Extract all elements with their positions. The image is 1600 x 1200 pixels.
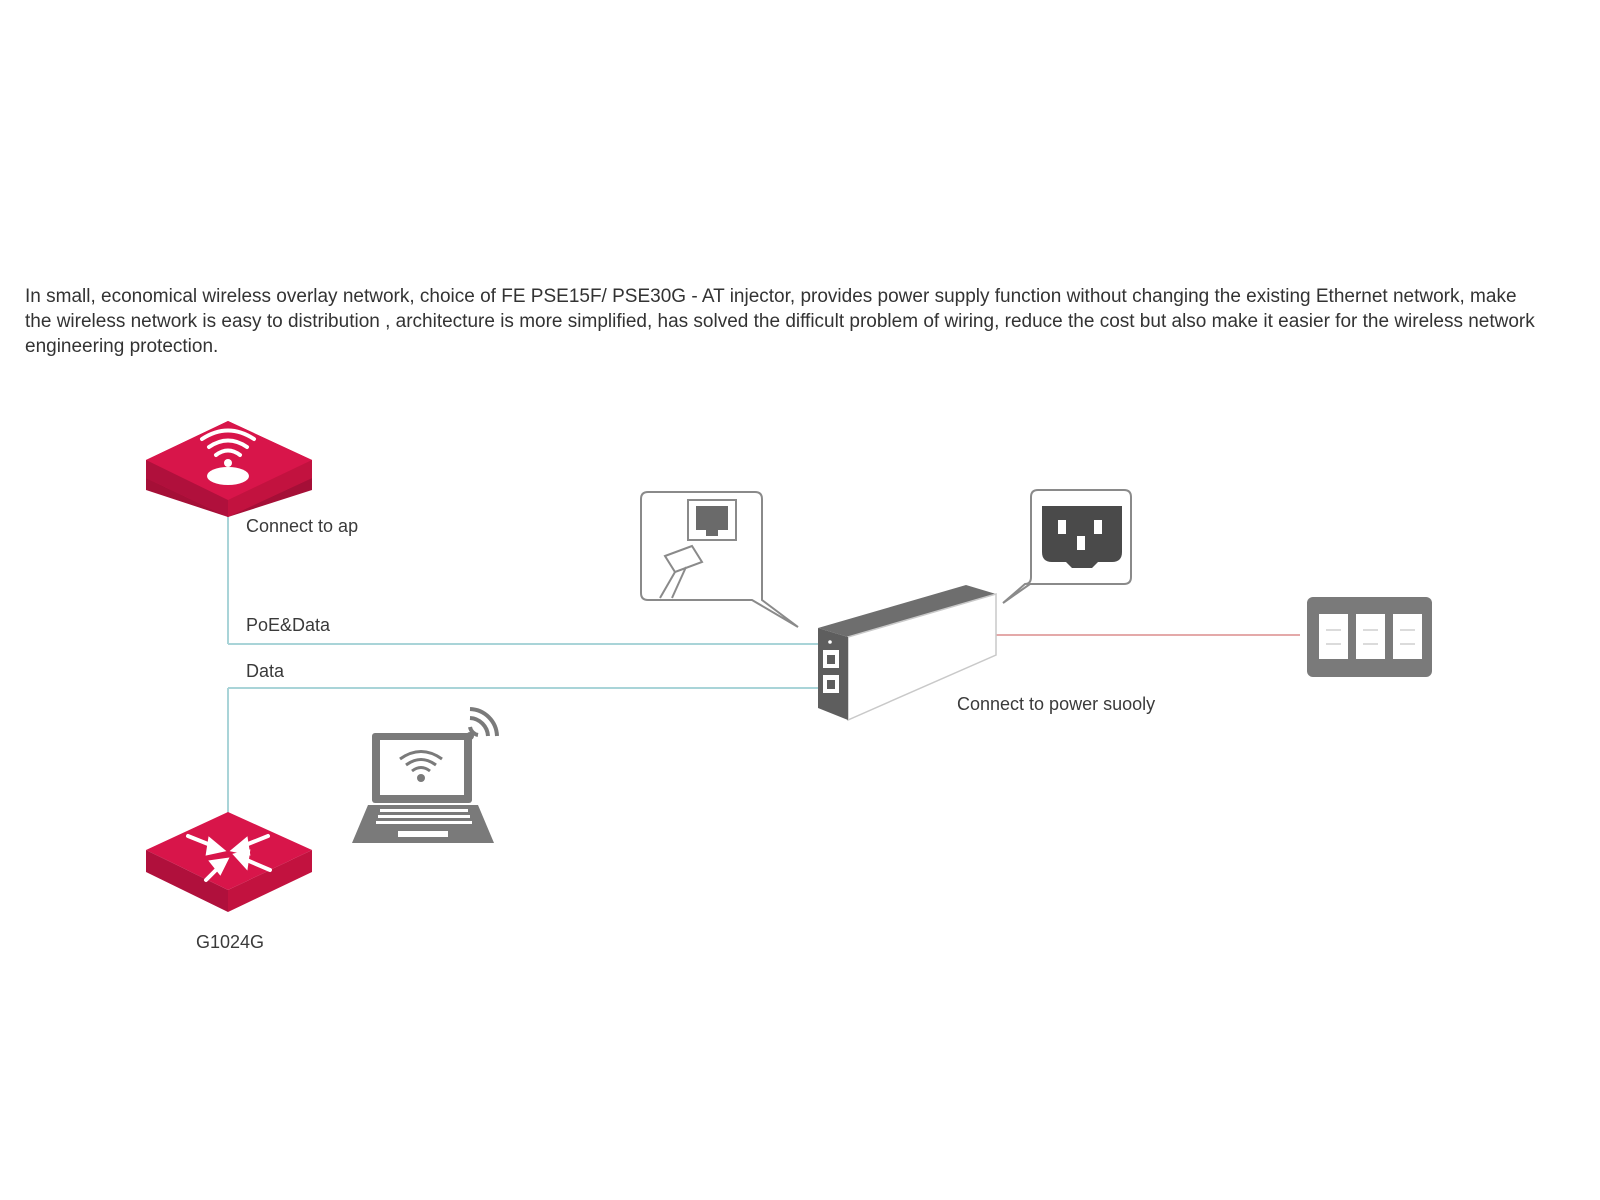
poe-injector-icon: [818, 585, 997, 722]
power-socket-icon: [1002, 489, 1132, 604]
description-text: In small, economical wireless overlay ne…: [25, 286, 1535, 357]
label-switch-model: G1024G: [196, 932, 265, 952]
network-switch-icon: [146, 812, 312, 912]
label-connect-to-ap: Connect to ap: [246, 516, 359, 536]
wireless-laptop-icon: [352, 707, 499, 843]
rj45-port-icon: [640, 491, 799, 628]
wifi-access-point-icon: [146, 421, 312, 517]
label-data: Data: [246, 661, 285, 681]
power-strip-icon: [1307, 597, 1432, 677]
label-poe-data: PoE&Data: [246, 615, 331, 635]
label-connect-to-power: Connect to power suooly: [957, 694, 1156, 714]
connection-lines: [227, 508, 1300, 815]
